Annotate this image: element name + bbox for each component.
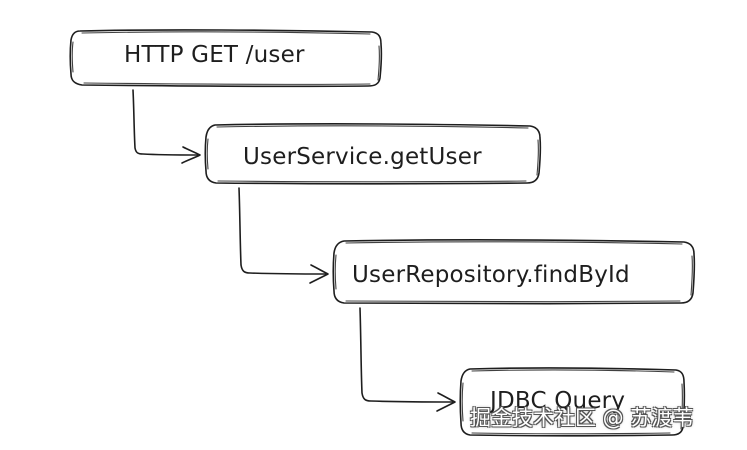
watermark: 掘金技术社区 @ 苏渡苇 [470, 406, 694, 430]
node-jdbc: JDBC Query [459, 367, 686, 437]
node-service-label: UserService.getUser [243, 144, 482, 170]
edge-repository-jdbc [359, 307, 456, 412]
node-http-box [69, 29, 383, 88]
node-repository-box [332, 239, 696, 305]
edge-http-service [132, 89, 201, 164]
edge-service-repository-line [238, 187, 327, 275]
node-service-box [204, 123, 542, 185]
edge-repository-jdbc-line [359, 307, 454, 403]
node-repository: UserRepository.findById [332, 239, 696, 305]
edge-http-service-arrowhead [181, 146, 201, 164]
node-http-label: HTTP GET /user [124, 42, 305, 68]
edge-repository-jdbc-arrowhead [436, 392, 456, 412]
edge-http-service-line [132, 89, 199, 156]
edge-service-repository-arrowhead [309, 264, 329, 284]
node-jdbc-box [459, 367, 686, 437]
node-service: UserService.getUser [204, 123, 542, 185]
node-jdbc-label: JDBC Query [488, 388, 625, 414]
node-http: HTTP GET /user [69, 29, 383, 88]
node-repository-label: UserRepository.findById [352, 262, 630, 288]
edge-service-repository [238, 187, 329, 284]
